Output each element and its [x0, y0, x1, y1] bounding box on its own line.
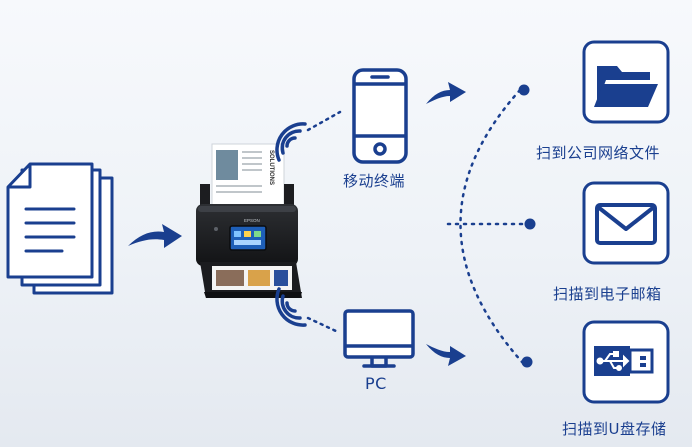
scanned-doc-heading: SOLUTIONS: [268, 150, 274, 185]
arrow-to-scanner-icon: [128, 224, 182, 248]
scan-to-network-folder-label: 扫到公司网络文件: [536, 144, 661, 162]
scan-to-email-label: 扫描到电子邮箱: [553, 285, 662, 303]
scanner-icon: SOLUTIONS EPSON: [196, 143, 302, 298]
envelope-icon: [595, 203, 657, 245]
document-stack-icon: [6, 162, 114, 295]
wifi-signal-top-icon: [275, 122, 307, 162]
pc-label: PC: [365, 374, 387, 393]
scan-to-usb-label: 扫描到U盘存储: [562, 420, 667, 438]
distribution-arc: [459, 88, 524, 364]
email-destination-box: [582, 181, 670, 265]
mobile-terminal-label: 移动终端: [343, 172, 406, 190]
connection-lines: [306, 110, 342, 334]
usb-icon: [594, 346, 654, 376]
usb-destination-box: [582, 320, 670, 404]
smartphone-icon: [352, 68, 408, 164]
arrow-from-mobile-icon: [426, 82, 466, 104]
monitor-icon: [343, 309, 415, 368]
endpoint-dots: [518, 84, 536, 368]
arrow-from-pc-icon: [426, 344, 466, 366]
scanner-brand-label: EPSON: [244, 218, 260, 223]
wifi-signal-bottom-icon: [275, 287, 307, 327]
folder-destination-box: [582, 40, 670, 124]
folder-icon: [594, 66, 658, 107]
